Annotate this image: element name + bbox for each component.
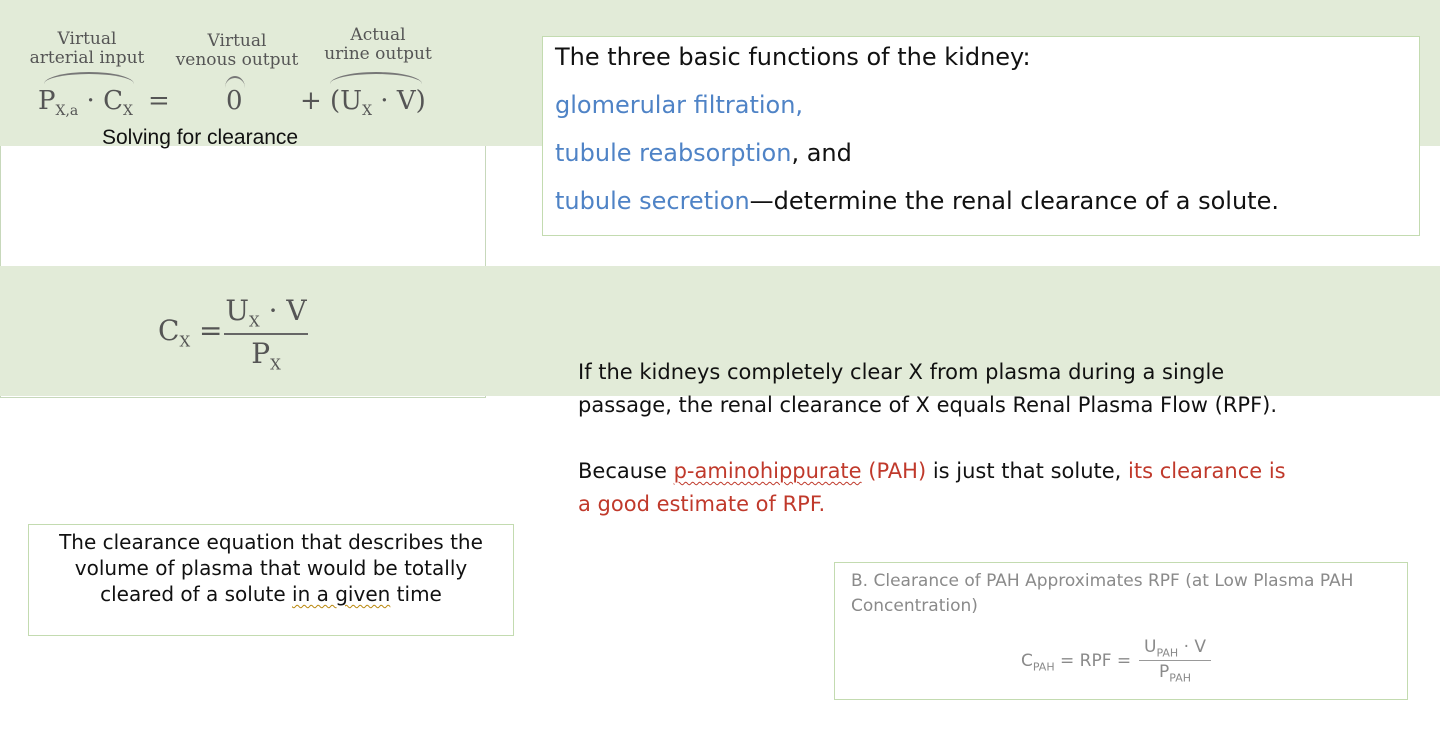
fraction-bar: [1139, 660, 1211, 662]
fraction-bar: [224, 332, 308, 335]
eq-subscript: X: [249, 312, 260, 331]
overbrace-venous: [225, 76, 245, 88]
eq-symbol: · V: [259, 294, 307, 327]
eq-symbol: ·: [86, 86, 95, 116]
caption-line: The clearance equation that describes th…: [59, 530, 483, 554]
function-term: tubule reabsorption: [555, 139, 792, 167]
highlight-text: its clearance is: [1128, 459, 1286, 483]
clearance-equation-panel: Virtual arterial input Virtual venous ou…: [0, 0, 1440, 398]
overbrace-arterial: [44, 72, 134, 84]
clearance-formula-area: CX = UX · V PX: [0, 266, 1440, 396]
urine-term: (UX · V): [330, 86, 426, 119]
paragraph-line: If the kidneys completely clear X from p…: [578, 360, 1225, 384]
label-text: arterial input: [29, 48, 145, 68]
pah-clearance-box: B. Clearance of PAH Approximates RPF (at…: [834, 562, 1408, 700]
eq-subscript: X: [179, 332, 191, 351]
paragraph-line: passage, the renal clearance of X equals…: [578, 393, 1278, 417]
eq-symbol: P: [251, 336, 271, 370]
function-glomerular-filtration: glomerular filtration,: [555, 91, 804, 119]
eq-symbol: P: [1159, 662, 1170, 683]
eq-equals: =: [148, 86, 170, 116]
eq-subscript: X: [122, 103, 133, 120]
fraction-denominator: PPAH: [1135, 662, 1215, 684]
eq-subscript: PAH: [1156, 646, 1179, 660]
eq-subscript: X: [270, 355, 281, 374]
eq-symbol: P: [38, 86, 56, 116]
eq-symbol: = RPF =: [1054, 651, 1132, 671]
eq-symbol: · V): [372, 86, 426, 116]
caption-text: time: [390, 582, 442, 606]
caption-flagged-text: in a given: [292, 582, 391, 606]
eq-plus: +: [300, 86, 322, 116]
label-text: Virtual: [57, 29, 117, 49]
caption-line: cleared of a solute in a given time: [29, 581, 513, 607]
label-text: venous output: [175, 50, 299, 70]
paragraph-text: is just that solute,: [926, 459, 1129, 483]
eq-symbol: C: [103, 86, 123, 116]
rpf-explanation: If the kidneys completely clear X from p…: [578, 356, 1378, 521]
eq-symbol: U: [225, 294, 249, 327]
fraction-numerator: UX · V: [224, 294, 308, 331]
paragraph-line: Because p-aminohippurate (PAH) is just t…: [578, 455, 1378, 488]
eq-symbol: C: [158, 314, 180, 347]
arterial-input-label: Virtual arterial input: [28, 30, 146, 68]
label-text: Virtual: [207, 31, 267, 51]
clearance-fraction: UX · V PX: [224, 294, 308, 373]
eq-subscript: X,a: [55, 103, 79, 120]
eq-subscript: PAH: [1169, 671, 1191, 685]
solving-for-clearance-label: Solving for clearance: [102, 126, 299, 149]
eq-subscript: PAH: [1032, 660, 1055, 674]
function-text: —determine the renal clearance of a solu…: [749, 187, 1279, 215]
function-tubule-reabsorption: tubule reabsorption, and: [555, 139, 852, 167]
paragraph-text: Because: [578, 459, 674, 483]
function-text: , and: [791, 139, 852, 167]
function-term: tubule secretion: [555, 187, 750, 215]
mass-balance-equation: PX,a · CX: [38, 86, 133, 119]
eq-symbol: · V: [1178, 637, 1207, 657]
clearance-caption-box: The clearance equation that describes th…: [28, 524, 514, 636]
functions-heading: The three basic functions of the kidney:: [555, 43, 1031, 71]
fraction-denominator: PX: [224, 337, 308, 374]
fraction-numerator: UPAH · V: [1135, 637, 1215, 659]
pah-title-line: B. Clearance of PAH Approximates RPF (at…: [851, 571, 1354, 591]
overbrace-urine: [330, 72, 422, 84]
function-tubule-secretion: tubule secretion—determine the renal cle…: [555, 187, 1279, 215]
pah-title-line: Concentration): [851, 596, 978, 616]
pah-equation-lhs: CPAH = RPF =: [1021, 651, 1131, 673]
eq-equals: =: [199, 314, 223, 347]
eq-symbol: U: [1143, 637, 1157, 657]
pah-abbrev: (PAH): [861, 459, 927, 483]
eq-subscript: X: [362, 103, 373, 120]
pah-term: p-aminohippurate: [673, 459, 862, 483]
kidney-functions-box: The three basic functions of the kidney:…: [542, 36, 1420, 236]
label-text: urine output: [324, 44, 432, 64]
eq-symbol: C: [1021, 651, 1033, 671]
venous-output-label: Virtual venous output: [172, 32, 302, 70]
eq-symbol: (U: [330, 86, 363, 116]
urine-output-label: Actual urine output: [318, 26, 438, 64]
pah-box-title: B. Clearance of PAH Approximates RPF (at…: [851, 569, 1353, 619]
label-text: Actual: [350, 25, 406, 45]
pah-fraction: UPAH · V PPAH: [1135, 637, 1215, 685]
clearance-lhs: CX =: [158, 314, 223, 351]
paragraph-spacer: [578, 422, 1378, 455]
highlight-text: a good estimate of RPF.: [578, 492, 826, 516]
caption-text: cleared of a solute: [100, 582, 293, 606]
eq-zero: 0: [226, 86, 243, 116]
caption-line: volume of plasma that would be totally: [74, 556, 468, 580]
